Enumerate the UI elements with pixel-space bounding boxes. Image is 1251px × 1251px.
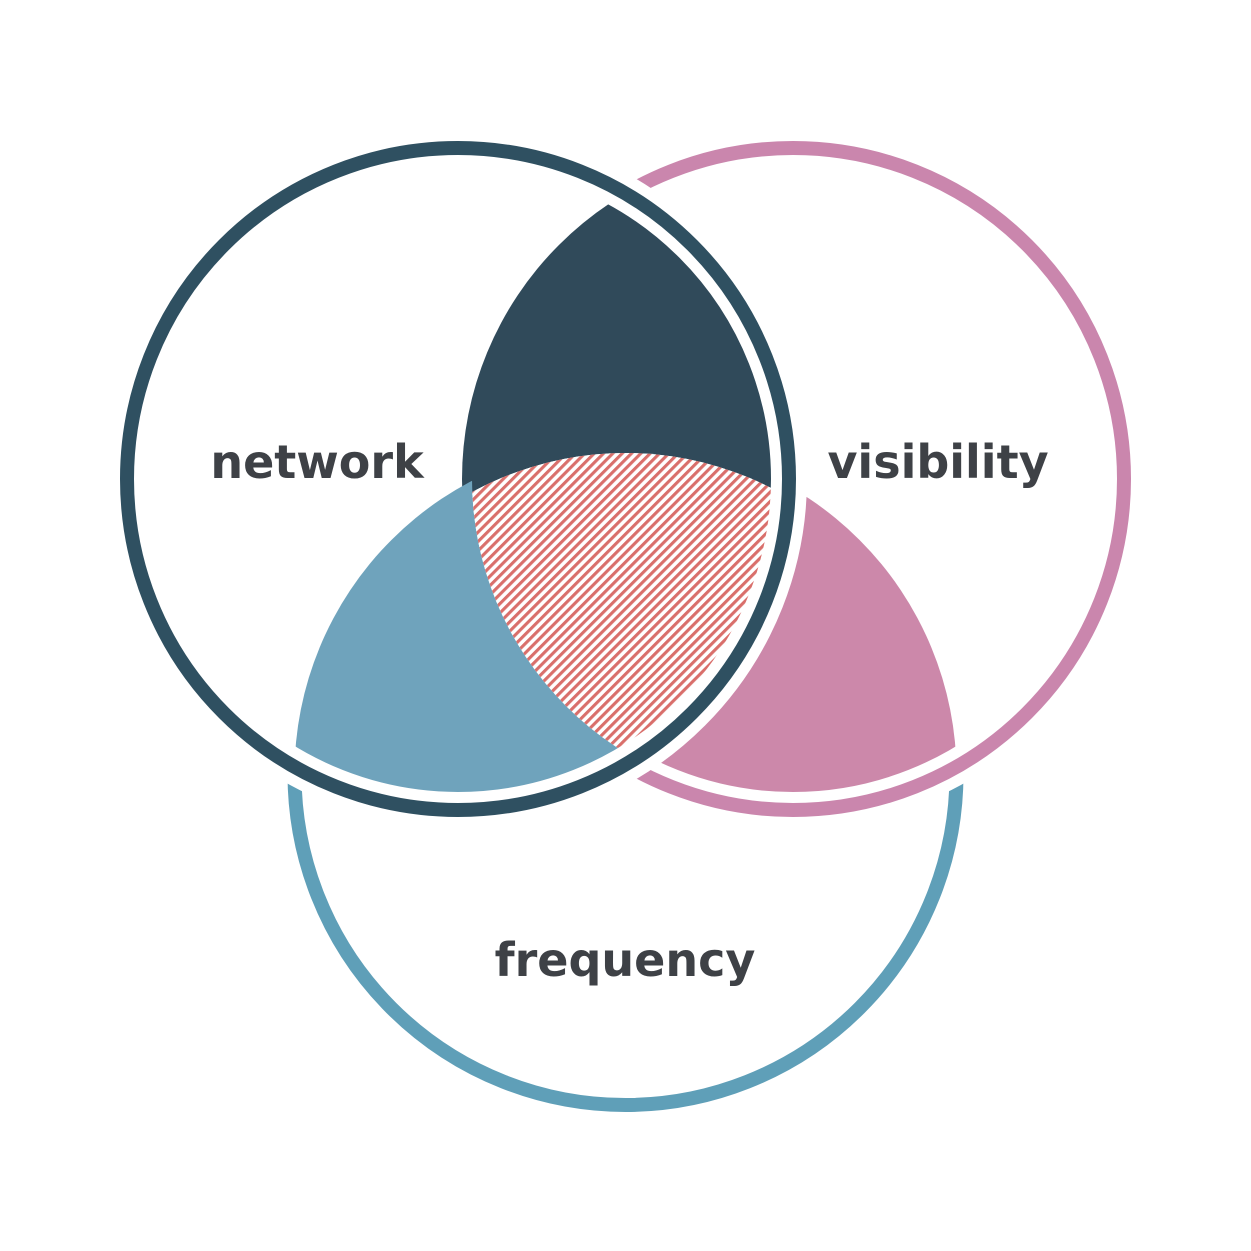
visibility-circle — [444, 130, 1142, 828]
network-circle-outline — [120, 141, 796, 817]
network-label: network — [210, 435, 424, 489]
frequency-label: frequency — [494, 933, 756, 987]
network-circle — [109, 130, 807, 828]
visibility-label: visibility — [827, 435, 1049, 489]
visibility-circle-outline — [455, 141, 1131, 817]
